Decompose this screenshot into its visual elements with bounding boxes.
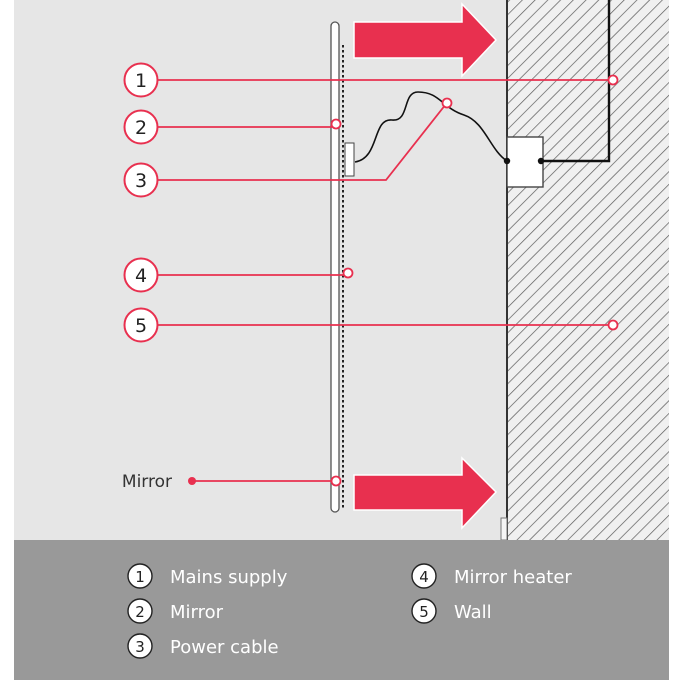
legend-badge-3 — [127, 633, 153, 659]
legend-badge-4 — [411, 563, 437, 589]
callout-number-4: 4 — [135, 265, 147, 287]
legend-number-4: 4 — [419, 568, 429, 586]
legend-label-4: Mirror heater — [454, 567, 572, 588]
legend-item-2: 2 Mirror — [127, 598, 224, 624]
legend-label-5: Wall — [454, 602, 492, 623]
callout-badge-4 — [123, 257, 159, 293]
marker-4 — [342, 267, 354, 279]
callout-number-5: 5 — [135, 315, 147, 337]
junction-box — [506, 136, 544, 188]
legend-number-1: 1 — [135, 568, 145, 586]
legend-number-3: 3 — [135, 638, 145, 656]
marker-mirror — [330, 475, 342, 487]
marker-1 — [607, 74, 619, 86]
power-cable — [354, 91, 508, 163]
airflow-arrow-top — [353, 2, 498, 78]
callout-number-2: 2 — [135, 117, 147, 139]
callout-badge-3 — [123, 162, 159, 198]
legend-item-3: 3 Power cable — [127, 633, 279, 659]
marker-5 — [607, 319, 619, 331]
leader-line-3 — [158, 103, 447, 181]
heater-connector — [344, 142, 355, 177]
legend-label-2: Mirror — [170, 602, 224, 623]
callout-badge-1 — [123, 62, 159, 98]
legend-label-3: Power cable — [170, 637, 279, 658]
junction-terminal-right — [537, 157, 545, 165]
callout-markers — [330, 74, 619, 487]
airflow-arrow-bottom — [353, 456, 498, 530]
mirror-label-dot — [188, 477, 196, 485]
mirror-side-label: Mirror — [122, 472, 172, 492]
legend-item-5: 5 Wall — [411, 598, 492, 624]
mirror-glass — [330, 21, 340, 513]
legend-badge-2 — [127, 598, 153, 624]
callout-number-3: 3 — [135, 170, 147, 192]
marker-2 — [330, 118, 342, 130]
callout-number-1: 1 — [135, 70, 147, 92]
legend-number-2: 2 — [135, 603, 145, 621]
legend: 1 Mains supply 2 Mirror 3 Power cable 4 … — [127, 563, 572, 659]
legend-number-5: 5 — [419, 603, 429, 621]
legend-panel — [14, 540, 669, 680]
callout-badge-5 — [123, 307, 159, 343]
legend-label-1: Mains supply — [170, 567, 288, 588]
legend-item-4: 4 Mirror heater — [411, 563, 572, 589]
legend-badge-1 — [127, 563, 153, 589]
callout-leaders — [158, 79, 612, 482]
mains-wire — [541, 0, 611, 163]
callout-badges: 1 2 3 4 5 — [123, 62, 159, 343]
legend-item-1: 1 Mains supply — [127, 563, 288, 589]
wall — [507, 0, 669, 540]
marker-3 — [441, 97, 453, 109]
callout-badge-2 — [123, 109, 159, 145]
legend-badge-5 — [411, 598, 437, 624]
wall-skirting — [500, 517, 508, 541]
